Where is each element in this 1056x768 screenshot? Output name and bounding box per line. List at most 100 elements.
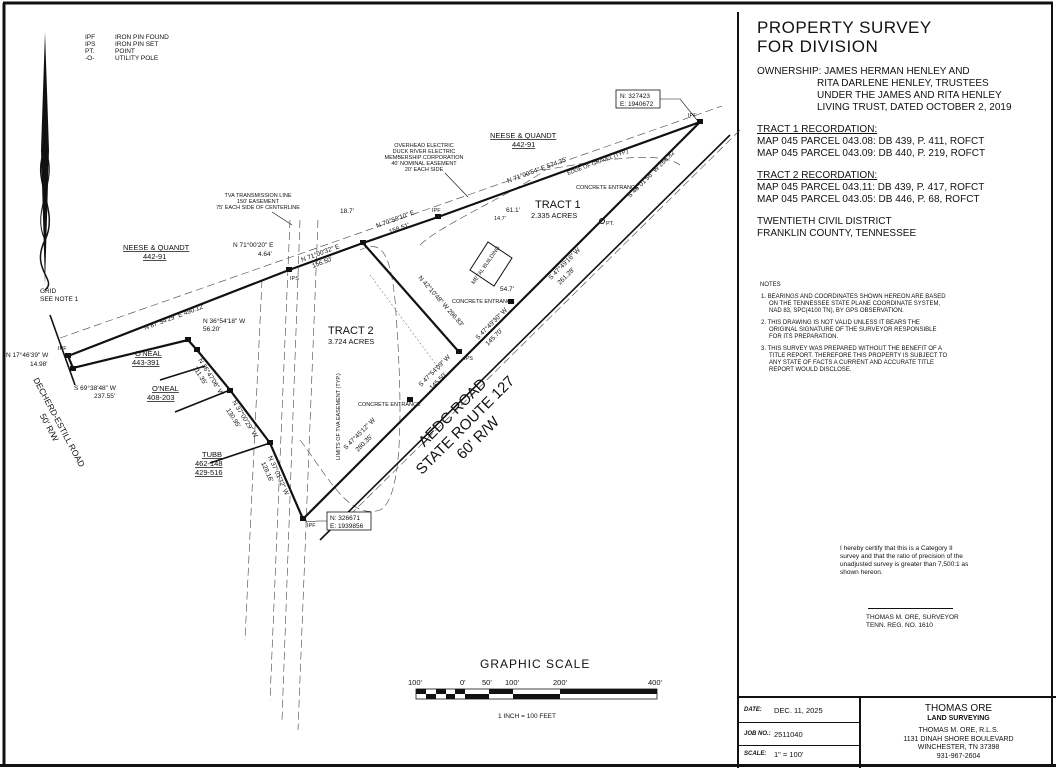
drawing-label: 14.98': [30, 361, 48, 368]
drawing-mark: [419, 157, 681, 246]
note-item: 1. BEARINGS AND COORDINATES SHOWN HEREON…: [761, 294, 946, 314]
drawing-label: 20' EACH SIDE: [405, 167, 444, 173]
drawing-mark: [286, 267, 292, 272]
drawing-mark: [49, 314, 76, 386]
drawing-label: 18.7': [340, 208, 354, 215]
drawing-label: E: 1939856: [330, 523, 364, 530]
drawing-mark: [70, 366, 76, 371]
drawing-label: CONCRETE ENTRANCE: [358, 402, 421, 408]
drawing-label: 1 INCH = 100 FEET: [498, 713, 556, 720]
drawing-label: NEESE & QUANDT: [490, 131, 557, 140]
drawing-mark: [362, 242, 460, 353]
pin-label: IPF: [432, 208, 441, 214]
surveyor-signature-block: THOMAS M. ORE, SURVEYOR TENN. REG. NO. 1…: [866, 614, 959, 630]
notes: NOTES 1. BEARINGS AND COORDINATES SHOWN …: [760, 282, 950, 374]
legend-abbr: IPS: [85, 41, 96, 48]
coord-box-sw: N: 326671 E: 1939856: [304, 511, 372, 531]
drawing-mark: [304, 520, 327, 523]
pin-label: IPF: [58, 346, 67, 352]
firm-name: THOMAS ORE: [924, 703, 993, 714]
drawing-mark: [302, 121, 701, 520]
scale-row: SCALE: 1" = 100': [739, 745, 859, 767]
drawing-mark: [446, 694, 455, 699]
recordation-line: MAP 045 PARCEL 043.09: DB 440, P. 219, R…: [757, 148, 986, 159]
notes-title: NOTES: [760, 282, 781, 288]
ownership-line: UNDER THE JAMES AND RITA HENLEY: [817, 90, 1002, 101]
district: TWENTIETH CIVIL DISTRICT FRANKLIN COUNTY…: [757, 216, 1052, 240]
tract2-recordation: TRACT 2 RECORDATION: MAP 045 PARCEL 043.…: [757, 170, 1052, 206]
utility-pole-icon: [599, 218, 605, 224]
tract1-name: TRACT 1: [535, 199, 581, 211]
tract2-name: TRACT 2: [328, 325, 374, 337]
firm-address-2: WINCHESTER, TN 37398: [917, 744, 1000, 751]
north-arrow-icon: [39, 32, 51, 291]
drawing-mark: [407, 397, 413, 402]
drawing-label: O'NEAL: [152, 384, 179, 393]
drawing-mark: [66, 338, 305, 520]
drawing-mark: [660, 98, 698, 121]
job-value: 2511040: [774, 730, 803, 739]
aedc-road-label: AEDC ROAD STATE ROUTE 127 60' R/W: [413, 373, 518, 478]
recordation-line: MAP 045 PARCEL 043.11: DB 439, P. 417, R…: [757, 182, 985, 193]
tract1-heading: TRACT 1 RECORDATION:: [757, 124, 878, 135]
drawing-label: OVERHEAD ELECTRIC: [394, 143, 454, 149]
legend-meaning: UTILITY POLE: [115, 55, 159, 62]
drawing-mark: [59, 105, 723, 339]
firm-surveyor: THOMAS M. ORE, R.L.S.: [918, 727, 999, 734]
legend-abbr: IPF: [85, 34, 95, 41]
legend-abbr: PT.: [85, 48, 95, 55]
drawing-label: 40' NOMINAL EASEMENT: [391, 161, 457, 167]
drawing-label: MEMBERSHIP CORPORATION: [385, 155, 464, 161]
tract1-recordation: TRACT 1 RECORDATION: MAP 045 PARCEL 043.…: [757, 124, 1052, 160]
drawing-label: 0': [460, 678, 466, 687]
tract1-acres: 2.335 ACRES: [531, 211, 577, 220]
legend-abbr: -O-: [85, 55, 94, 62]
drawing-mark: [41, 32, 49, 285]
metal-building: METAL BUILDING: [469, 241, 513, 287]
drawing-label: 429-516: [195, 468, 223, 477]
drawing-label: 4.64': [258, 251, 272, 258]
firm-phone: 931-967-2604: [936, 752, 981, 760]
drawing-mark: [360, 240, 366, 245]
drawing-mark: [174, 389, 231, 413]
job-row: JOB NO.: 2511040: [739, 722, 859, 746]
drawing-label: 237.55': [94, 393, 115, 400]
drawing-mark: [435, 214, 441, 219]
drawing-mark: [244, 279, 263, 641]
drawing-label: 100': [408, 678, 423, 687]
date-row: DATE: DEC. 11, 2025: [739, 698, 859, 723]
drawing-mark: [159, 365, 206, 381]
drawing-label: N 36°54'18" W: [203, 317, 246, 325]
drawing-mark: [297, 219, 319, 731]
drawing-mark: [416, 689, 426, 694]
ownership-line: RITA DARLENE HENLEY, TRUSTEES: [817, 78, 989, 89]
title-block: DATE: DEC. 11, 2025 JOB NO.: 2511040 SCA…: [737, 696, 1056, 768]
scale-value: 1" = 100': [774, 750, 804, 759]
drawing-label: 75' EACH SIDE OF CENTERLINE: [216, 205, 300, 211]
drawing-label: 56.20': [203, 326, 221, 333]
north-arrow-note: SEE NOTE 1: [40, 296, 79, 303]
district-line: TWENTIETH CIVIL DISTRICT: [757, 216, 892, 227]
pin-label: IPS: [464, 356, 473, 362]
drawing-mark: [489, 689, 513, 694]
drawing-label: N 71°00'20" E: [233, 241, 274, 249]
drawing-label: 14.7': [494, 216, 506, 222]
drawing-label: N: 326671: [330, 515, 360, 522]
drawing-label: METAL BUILDING: [471, 245, 502, 285]
drawing-label: GRAPHIC SCALE: [480, 657, 590, 671]
drawing-label: 408-203: [147, 393, 175, 402]
adjoining-owners: NEESE & QUANDT 442-91 NEESE & QUANDT 442…: [123, 131, 557, 477]
surveyor-reg: TENN. REG. NO. 1610: [866, 622, 933, 629]
survey-title-2: FOR DIVISION: [757, 37, 879, 56]
drawing-label: S 69°38'48" W: [74, 384, 117, 392]
drawing-mark: [185, 337, 191, 342]
pin-label: IPF: [307, 523, 316, 529]
drawing-label: 150' EASEMENT: [237, 199, 280, 205]
firm-subtitle: LAND SURVEYING: [927, 715, 990, 722]
drawing-label: S 46°01'56" W 266.82': [626, 148, 678, 200]
drawing-mark: [194, 347, 200, 352]
drawing-label: 443-391: [132, 358, 160, 367]
point-label: PT.: [606, 221, 614, 227]
ownership: OWNERSHIP: JAMES HERMAN HENLEY AND RITA …: [757, 66, 1052, 114]
north-arrow-grid: GRID: [40, 288, 57, 295]
